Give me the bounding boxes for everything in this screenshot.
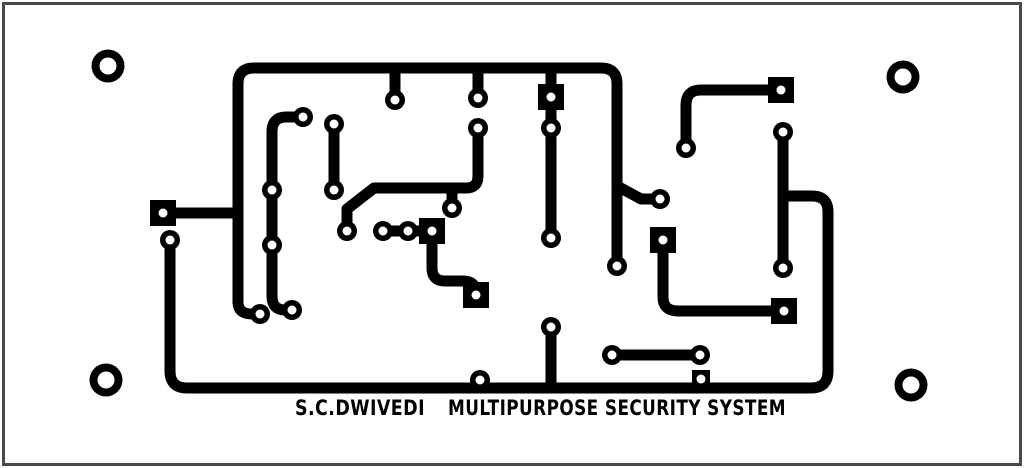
pad-hole xyxy=(158,208,168,218)
copper-trace xyxy=(657,241,790,317)
pad-hole xyxy=(695,350,705,360)
pad-layer xyxy=(150,77,797,390)
hole-layer xyxy=(89,49,928,402)
pad-hole xyxy=(267,240,277,250)
mounting-hole xyxy=(99,57,117,75)
pad-hole xyxy=(546,123,556,133)
footer-author-text: S.C.DWIVEDI xyxy=(295,396,425,420)
pad-hole xyxy=(681,143,691,153)
pad-hole xyxy=(427,226,437,236)
mounting-hole xyxy=(894,68,912,86)
pad-hole xyxy=(779,306,789,316)
pad-hole xyxy=(612,261,622,271)
mounting-hole xyxy=(902,376,920,394)
pad-hole xyxy=(267,185,277,195)
pad-hole xyxy=(696,374,706,384)
copper-trace xyxy=(341,122,484,237)
pad-hole xyxy=(255,309,265,319)
copper-trace xyxy=(232,62,623,308)
pad-hole xyxy=(342,226,352,236)
pad-hole xyxy=(778,127,788,137)
pad-hole xyxy=(298,112,308,122)
pad-hole xyxy=(390,95,400,105)
pad-hole xyxy=(473,123,483,133)
copper-trace xyxy=(266,111,309,316)
pad-hole xyxy=(546,92,556,102)
copper-trace xyxy=(164,190,834,394)
pad-hole xyxy=(776,85,786,95)
pad-hole xyxy=(607,350,617,360)
pad-hole xyxy=(655,194,665,204)
pad-hole xyxy=(475,375,485,385)
pad-hole xyxy=(329,119,339,129)
pad-hole xyxy=(471,290,481,300)
pad-hole xyxy=(447,203,457,213)
pad-hole xyxy=(165,235,175,245)
pad-hole xyxy=(473,93,483,103)
pad-hole xyxy=(287,305,297,315)
pad-hole xyxy=(778,263,788,273)
copper-trace xyxy=(680,84,787,154)
footer-project-text: MULTIPURPOSE SECURITY SYSTEM xyxy=(448,396,786,420)
pad-hole xyxy=(329,185,339,195)
pad-hole xyxy=(403,226,413,236)
pad-hole xyxy=(546,233,556,243)
pad-hole xyxy=(546,322,556,332)
pad-hole xyxy=(378,226,388,236)
pad-hole xyxy=(658,235,668,245)
mounting-hole xyxy=(97,371,115,389)
